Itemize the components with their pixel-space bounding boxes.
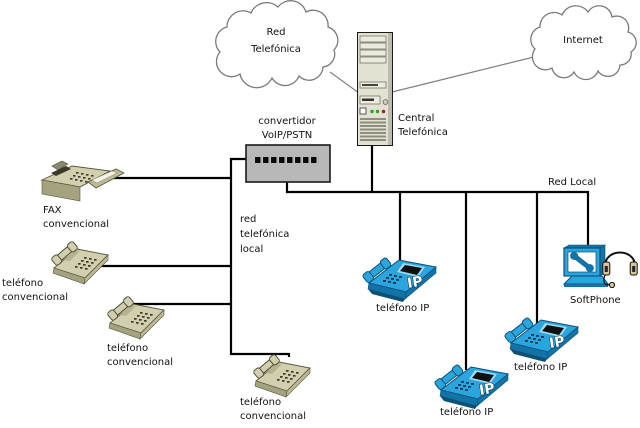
converter-label-line1: convertidor	[258, 116, 316, 127]
ip-phone-1-label: teléfono IP	[376, 302, 429, 316]
red-local-label-text: Red Local	[548, 177, 597, 188]
conventional-phone-2-icon	[106, 293, 168, 343]
wire-red-local	[285, 182, 589, 194]
central-label: Central Telefónica	[398, 112, 448, 139]
ip-phone-3-label-text: teléfono IP	[514, 362, 568, 373]
local-pstn-net-label-line1: red	[240, 214, 257, 225]
conventional-phone-2-label: teléfono convencional	[107, 342, 173, 369]
converter-label-line2: VoIP/PSTN	[261, 129, 313, 141]
softphone-icon	[562, 244, 609, 287]
internet-cloud-label-text: Internet	[563, 35, 603, 46]
fax-label: FAX convencional	[43, 204, 109, 231]
conventional-phone-1-label-line2: convencional	[2, 291, 69, 303]
ip-phone-2-label: teléfono IP	[440, 406, 493, 420]
wire-local-pstn-bus	[229, 157, 291, 357]
conventional-phone-3-label-line1: teléfono	[240, 397, 282, 408]
conventional-phone-3-label: teléfono convencional	[240, 396, 306, 423]
headset-icon	[602, 251, 638, 288]
fax-label-line1: FAX	[43, 205, 62, 216]
ip-phone-1-icon	[362, 252, 442, 304]
fax-label-line2: convencional	[43, 218, 110, 230]
softphone-label: SoftPhone	[570, 294, 621, 308]
pstn-cloud-shape	[215, 0, 339, 89]
internet-cloud-label: Internet	[528, 34, 638, 48]
pstn-cloud-label-line1: Red	[266, 27, 286, 38]
softphone-label-text: SoftPhone	[570, 295, 621, 306]
central-label-line1: Central	[398, 113, 435, 124]
link-pstn-to-central	[329, 71, 360, 94]
ip-phone-1-label-text: teléfono IP	[376, 303, 430, 314]
local-pstn-net-label-line2: telefónica	[240, 229, 290, 240]
conventional-phone-1-label-line1: teléfono	[2, 278, 44, 289]
converter-label: convertidor VoIP/PSTN	[237, 115, 337, 142]
conventional-phone-3-icon	[252, 351, 314, 401]
voip-converter-icon	[245, 144, 331, 183]
red-local-label: Red Local	[548, 176, 596, 190]
local-pstn-net-label-line3: local	[240, 244, 264, 255]
ip-phone-2-label-text: teléfono IP	[440, 407, 494, 418]
ip-phone-2-icon	[434, 359, 514, 411]
internet-cloud-shape	[530, 5, 637, 81]
server-tower-icon	[357, 32, 393, 146]
conventional-phone-2-label-line1: teléfono	[107, 343, 149, 354]
central-label-line2: Telefónica	[398, 126, 448, 138]
pstn-cloud-label-line2: Telefónica	[251, 44, 301, 55]
ip-phone-3-icon	[504, 312, 584, 364]
local-pstn-net-label: red telefónica local	[240, 212, 289, 257]
conventional-phone-2-label-line2: convencional	[107, 356, 174, 368]
conventional-phone-1-label: teléfono convencional	[2, 277, 68, 304]
pstn-cloud-label: Red Telefónica	[212, 24, 340, 58]
ip-phone-3-label: teléfono IP	[514, 361, 567, 375]
fax-icon	[40, 160, 125, 202]
link-central-to-internet	[391, 56, 535, 93]
conventional-phone-3-label-line2: convencional	[240, 410, 307, 422]
